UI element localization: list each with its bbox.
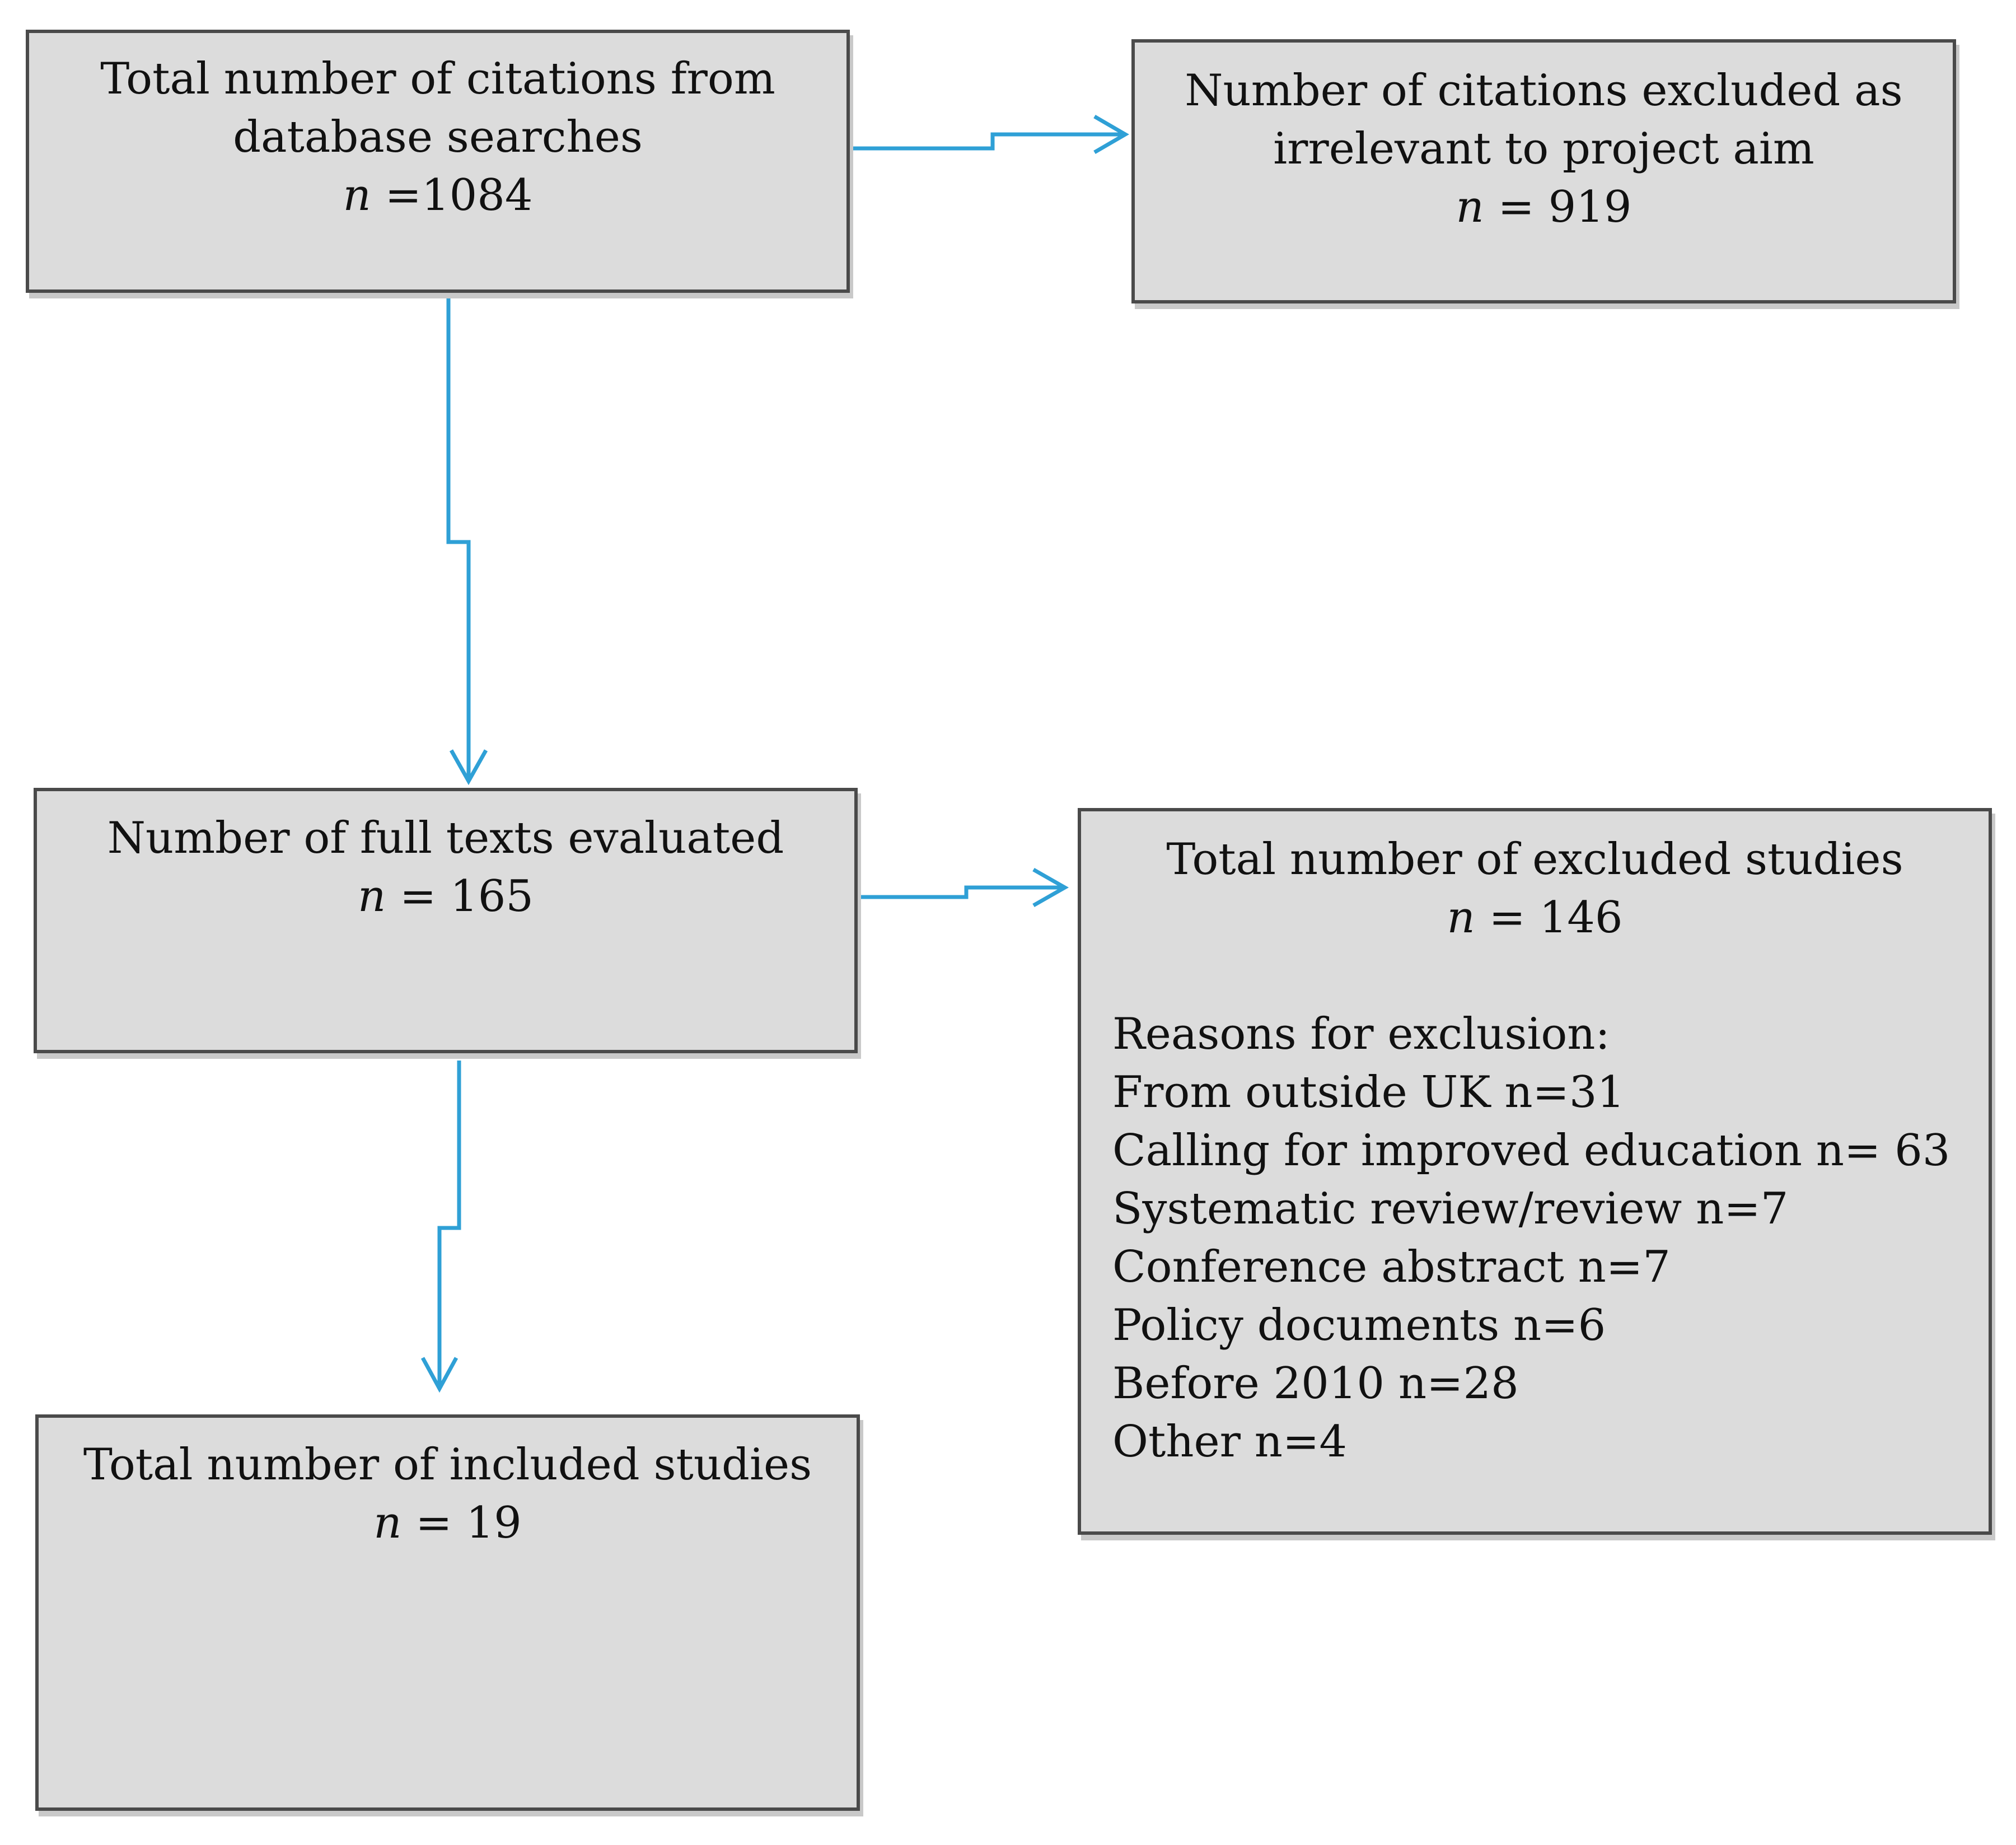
spacer [1081, 947, 1989, 1005]
included-line1: Total number of included studies [83, 1440, 812, 1490]
n-symbol: n [357, 871, 386, 922]
citations-count: n =1084 [29, 166, 846, 225]
box-included-studies: Total number of included studies n = 19 [35, 1414, 860, 1811]
box-excluded-irrelevant: Number of citations excluded as irreleva… [1131, 39, 1956, 303]
arrow-fulltexts-to-included [437, 1061, 461, 1388]
n-symbol: n [343, 170, 371, 221]
arrow-citations-to-excluded [851, 132, 1124, 151]
fulltexts-count-value: = 165 [386, 871, 534, 922]
arrow-included-head [420, 1357, 459, 1393]
exclusion-reasons: Reasons for exclusion: From outside UK n… [1081, 1005, 1989, 1471]
excluded-count-value: = 919 [1484, 182, 1632, 232]
reason-item: Before 2010 n=28 [1112, 1358, 1519, 1409]
arrow-fulltexts-to-excludedstudies [860, 885, 1064, 899]
arrow-citations-to-fulltexts [446, 295, 471, 779]
box-full-texts-evaluated: Number of full texts evaluated n = 165 [34, 788, 858, 1053]
box-excluded-studies: Total number of excluded studies n = 146… [1078, 808, 1992, 1535]
arrow-citations-head [1093, 114, 1129, 155]
arrow-fulltexts-head [449, 749, 488, 786]
reason-item: Other n=4 [1112, 1417, 1347, 1467]
excluded-studies-count-value: = 146 [1475, 893, 1623, 943]
reason-item: Policy documents n=6 [1112, 1300, 1606, 1351]
included-count-value: = 19 [401, 1498, 522, 1548]
box-total-citations: Total number of citations from database … [26, 30, 850, 293]
arrow-fulltexts-excl-head [1032, 867, 1069, 908]
excluded-line2: irrelevant to project aim [1273, 124, 1814, 174]
fulltexts-line1: Number of full texts evaluated [107, 813, 784, 863]
citations-line1: Total number of citations from [100, 54, 775, 104]
citations-line2: database searches [233, 112, 643, 162]
fulltexts-count: n = 165 [37, 867, 854, 926]
excluded-line1: Number of citations excluded as [1185, 66, 1903, 116]
reason-item: Calling for improved education n= 63 [1112, 1125, 1950, 1176]
n-symbol: n [1456, 182, 1484, 232]
reasons-heading: Reasons for exclusion: [1112, 1009, 1610, 1059]
reason-item: From outside UK n=31 [1112, 1067, 1625, 1118]
included-count: n = 19 [39, 1494, 857, 1552]
n-symbol: n [1447, 893, 1475, 943]
excluded-studies-count: n = 146 [1081, 889, 1989, 947]
n-symbol: n [373, 1498, 402, 1548]
reason-item: Systematic review/review n=7 [1112, 1184, 1789, 1234]
excluded-count: n = 919 [1135, 178, 1953, 236]
citations-count-value: =1084 [371, 170, 533, 221]
reason-item: Conference abstract n=7 [1112, 1242, 1671, 1292]
excluded-studies-line1: Total number of excluded studies [1166, 834, 1903, 885]
